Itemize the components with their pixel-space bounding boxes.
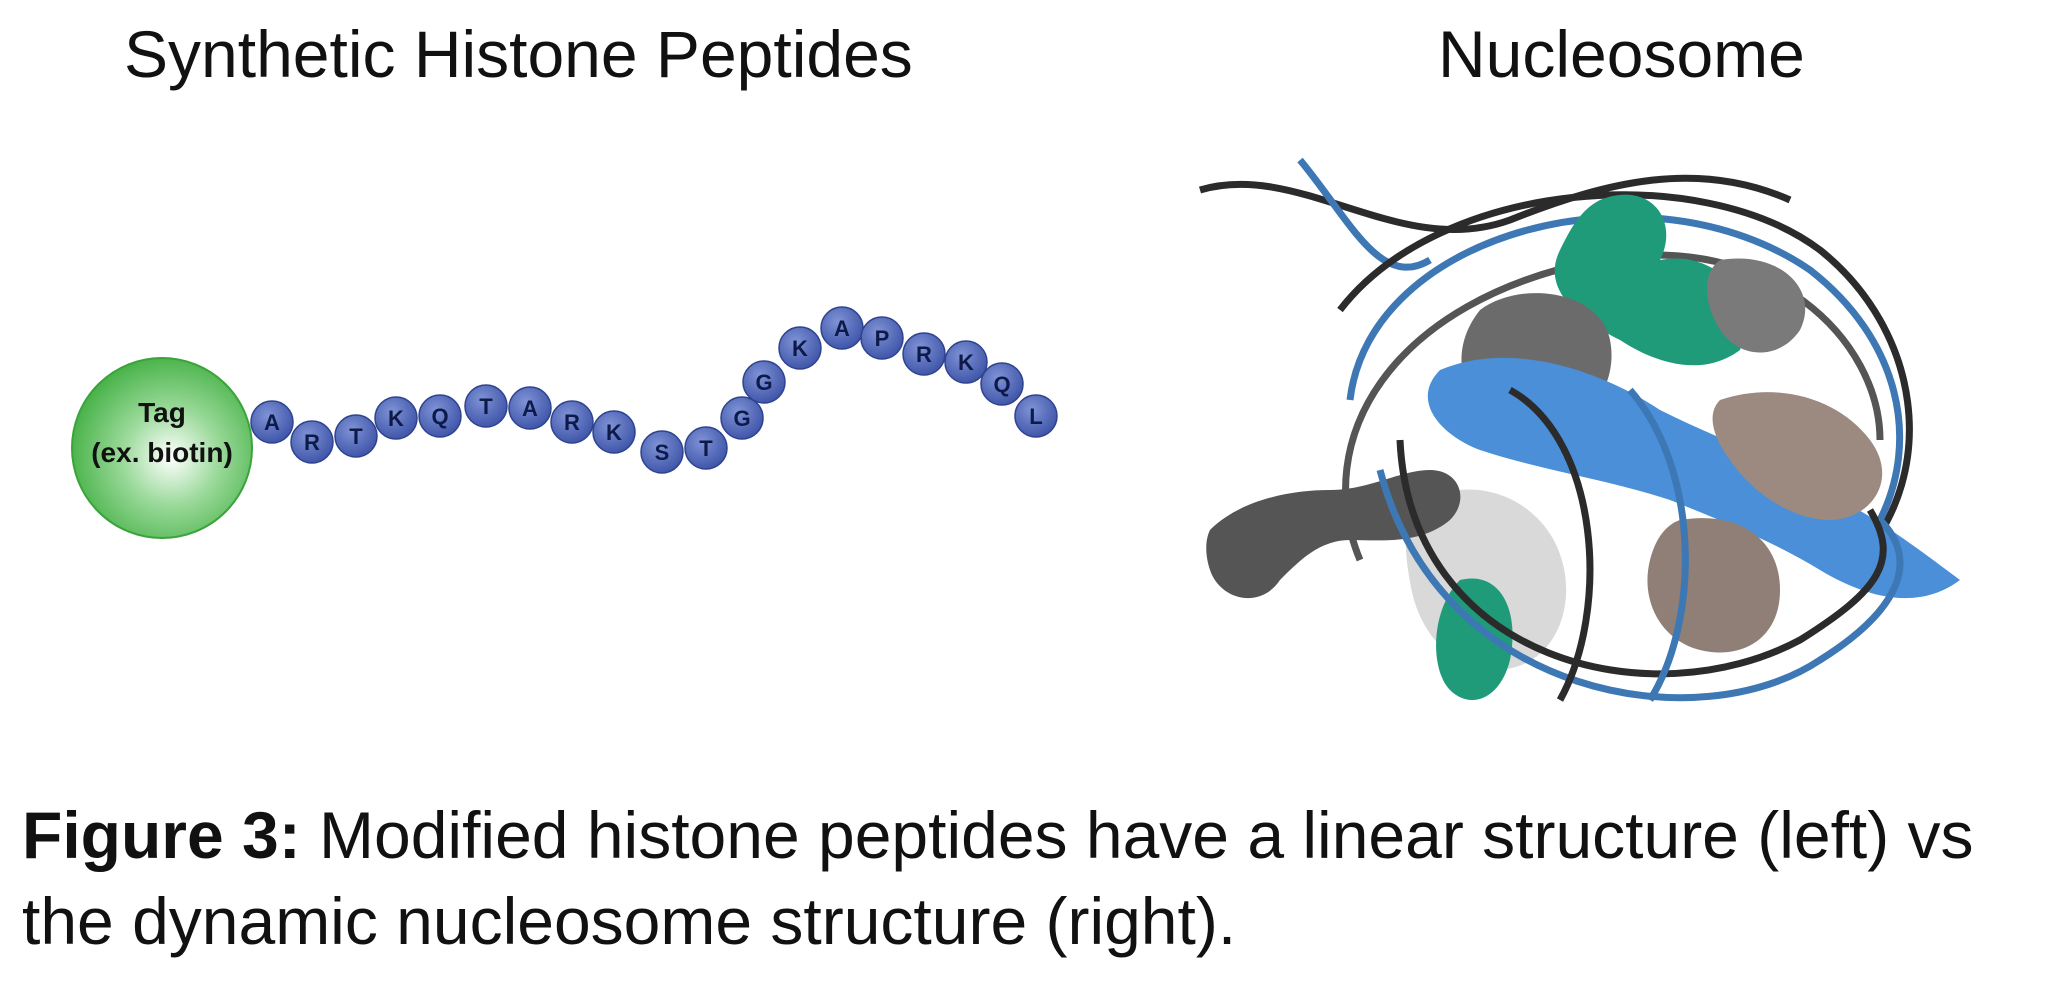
residue-bead: T [334,414,378,458]
caption-label: Figure 3: [22,798,301,872]
residue-letter: T [699,436,713,461]
residue-bead: K [592,410,636,454]
residue-letter: A [264,410,280,435]
tag-circle [71,357,253,539]
residue-bead: Q [418,394,462,438]
residue-circle [980,362,1024,406]
residue-circle [508,386,552,430]
residue-circle [290,420,334,464]
residue-letter: L [1029,404,1042,429]
residue-letter: K [958,350,974,375]
residue-bead: A [820,306,864,350]
residue-letter: R [564,410,580,435]
nucleosome-panel-title: Nucleosome [1438,17,1805,91]
residue-bead: Q [980,362,1024,406]
residue-circle [418,394,462,438]
residue-letter: Q [993,372,1010,397]
residue-letter: A [834,316,850,341]
residue-circle [944,340,988,384]
residue-circle [742,360,786,404]
residue-circle [684,426,728,470]
caption-text: Modified histone peptides have a linear … [22,798,1974,958]
residue-letter: K [792,336,808,361]
residue-bead: G [742,360,786,404]
residue-letter: A [522,396,538,421]
residue-bead: R [290,420,334,464]
residue-circle [550,400,594,444]
residue-bead: R [902,332,946,376]
residue-bead: K [374,396,418,440]
residue-circle [334,414,378,458]
residue-bead: L [1014,394,1058,438]
residue-bead: A [508,386,552,430]
dna-strands-back [1198,157,1913,563]
residue-circle [860,316,904,360]
residue-bead: T [684,426,728,470]
residue-circle [592,410,636,454]
figure-caption: Figure 3: Modified histone peptides have… [22,792,2032,964]
residue-letter: R [304,430,320,455]
residue-circle [250,400,294,444]
tag-label-line2: (ex. biotin) [91,437,233,468]
residue-circle [464,384,508,428]
residue-bead: K [778,326,822,370]
dna-strands-front [1376,386,1904,702]
tag-label-line1: Tag [138,397,186,428]
residue-circle [720,396,764,440]
residue-letter: G [733,406,750,431]
residue-bead: R [550,400,594,444]
tag-bead: Tag (ex. biotin) [71,357,253,539]
residue-bead: K [944,340,988,384]
histone-core [1206,194,1960,700]
residue-letter: K [606,420,622,445]
residue-circle [778,326,822,370]
residue-circle [1014,394,1058,438]
residue-letter: T [479,394,493,419]
residue-letter: Q [431,404,448,429]
residue-letter: T [349,424,363,449]
residue-bead: S [640,430,684,474]
residue-circle [902,332,946,376]
residue-bead: T [464,384,508,428]
residue-letter: P [875,326,890,351]
peptide-panel-title: Synthetic Histone Peptides [124,17,913,91]
residue-circle [374,396,418,440]
residue-bead: A [250,400,294,444]
residue-circle [640,430,684,474]
residue-letter: S [655,440,670,465]
residue-letter: K [388,406,404,431]
residue-letter: G [755,370,772,395]
residue-letter: R [916,342,932,367]
residue-bead: P [860,316,904,360]
nucleosome-illustration [1198,157,1960,702]
residue-bead: G [720,396,764,440]
